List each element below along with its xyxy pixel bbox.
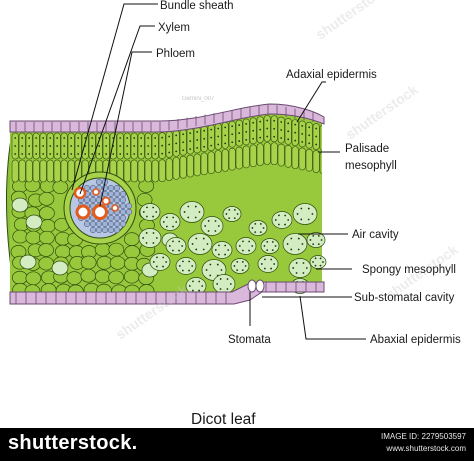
brand-logo: shutterstock. — [8, 432, 138, 455]
vascular-bundle — [63, 171, 137, 245]
author-watermark: Gemini_007 — [182, 96, 215, 102]
adaxial-epidermis — [9, 103, 325, 133]
label-stomata: Stomata — [228, 334, 271, 346]
label-spongy-mesophyll: Spongy mesophyll — [362, 264, 456, 276]
image-id: IMAGE ID: 2279503597 — [381, 432, 466, 441]
label-phloem: Phloem — [156, 48, 195, 60]
stock-footer-bar: shutterstock. IMAGE ID: 2279503597 www.s… — [0, 428, 474, 461]
brand-dot: . — [131, 432, 138, 454]
label-palisade-line1: Palisade — [345, 143, 389, 155]
leader-abaxial-epidermis — [299, 295, 366, 340]
palisade-mesophyll-layer — [11, 115, 322, 183]
leader-lines — [71, 3, 366, 340]
dicot-leaf-diagram: shutterstock shutterstock shutterstock s… — [6, 0, 461, 428]
labels: Bundle sheath Xylem Phloem Adaxial epide… — [156, 0, 461, 428]
leader-adaxial-epidermis — [296, 81, 326, 123]
watermark-text: shutterstock — [313, 0, 391, 42]
abaxial-epidermis — [9, 281, 325, 305]
leader-xylem — [79, 25, 155, 195]
label-abaxial-epidermis: Abaxial epidermis — [370, 334, 461, 346]
label-palisade-line2: mesophyll — [345, 160, 397, 172]
brand-name: shutterstock — [8, 432, 132, 454]
leader-phloem — [99, 51, 152, 207]
spongy-mesophyll-cells — [138, 201, 327, 295]
xylem-vessels — [73, 186, 119, 220]
image-id-block: IMAGE ID: 2279503597 www.shutterstock.co… — [381, 431, 466, 455]
label-xylem: Xylem — [158, 22, 190, 34]
stomata-opening — [247, 279, 265, 293]
leader-bundle-sheath — [71, 3, 158, 191]
label-adaxial-epidermis: Adaxial epidermis — [286, 69, 377, 81]
site-url: www.shutterstock.com — [386, 444, 466, 453]
diagram-title: Dicot leaf — [191, 411, 256, 428]
label-bundle-sheath: Bundle sheath — [160, 0, 234, 12]
label-air-cavity: Air cavity — [352, 229, 399, 241]
label-sub-stomatal-cavity: Sub-stomatal cavity — [354, 292, 455, 304]
watermark-text: shutterstock — [343, 81, 421, 142]
